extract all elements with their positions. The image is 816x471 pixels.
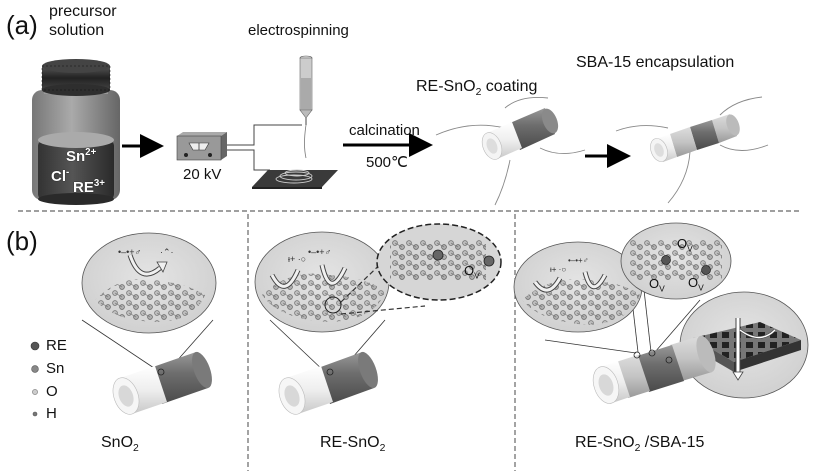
svg-text:•–•+♂: •–•+♂ — [568, 256, 589, 265]
sno2-illustration: •–•+♂ ·⌃· — [81, 232, 217, 415]
caption-prefix: RE-SnO — [575, 434, 635, 451]
ion-sn-symbol: Sn — [66, 148, 86, 165]
re-sno2-sba15-illustration: ᵻ+ ·○ •–•+♂ — [513, 222, 809, 404]
collector-plate — [252, 169, 338, 189]
caption-sno2: SnO2 — [101, 434, 139, 454]
svg-text:·⌃·: ·⌃· — [160, 247, 174, 257]
panel-a-tag: (a) — [6, 10, 38, 40]
legend-marker-o — [32, 389, 38, 395]
ion-re-symbol: RE — [73, 179, 94, 196]
vacancy-o: O — [688, 275, 699, 290]
coating-label-sub: 2 — [475, 87, 482, 99]
ion-re-charge: 3+ — [93, 178, 105, 189]
legend-label-sn: Sn — [46, 360, 65, 377]
svg-text:ᵻ+ ·○: ᵻ+ ·○ — [550, 265, 566, 274]
ion-cl-charge: - — [66, 167, 70, 178]
coating-label: RE-SnO2 coating — [416, 78, 537, 98]
vacancy-sub: V — [474, 270, 480, 281]
vacancy-label-2: OV — [677, 236, 693, 254]
coated-fiber — [435, 97, 586, 206]
ion-re: RE3+ — [73, 178, 105, 196]
ion-cl-symbol: Cl — [51, 168, 66, 185]
legend-marker-re — [30, 341, 40, 351]
caption-sub: 2 — [133, 443, 139, 455]
vacancy-o: O — [677, 236, 688, 251]
syringe — [299, 55, 313, 159]
caption-re-sno2-sba15: RE-SnO2 /SBA-15 — [575, 434, 704, 454]
panel-b-tag: (b) — [6, 226, 38, 256]
calcination-label: calcination — [349, 122, 420, 139]
precursor-label: precursor — [49, 3, 117, 20]
encapsulation-label: SBA-15 encapsulation — [576, 54, 735, 71]
legend-label-re: RE — [46, 337, 67, 354]
solution-label: solution — [49, 22, 105, 39]
caption-prefix: RE-SnO — [320, 434, 380, 451]
high-voltage-supply — [176, 132, 227, 161]
vacancy-sub: V — [659, 283, 665, 294]
voltage-label: 20 kV — [183, 166, 222, 183]
legend-marker-sn — [31, 365, 39, 373]
ion-cl: Cl- — [51, 167, 69, 185]
caption-suffix: /SBA-15 — [640, 434, 705, 451]
precursor-jar — [32, 59, 120, 205]
svg-text:ᵻ+ ·○: ᵻ+ ·○ — [288, 254, 306, 264]
legend-marker-h — [32, 411, 38, 417]
coating-label-prefix: RE-SnO — [416, 78, 476, 95]
vacancy-sub: V — [698, 282, 704, 293]
caption-prefix: SnO — [101, 434, 134, 451]
coating-label-suffix: coating — [481, 78, 538, 95]
re-sno2-illustration: ᵻ+ ·○ •–•+♂ — [254, 223, 502, 415]
caption-sub: 2 — [634, 443, 641, 455]
temperature-label: 500℃ — [366, 154, 408, 171]
vacancy-label-3: OV — [649, 276, 665, 294]
legend-label-h: H — [46, 405, 57, 422]
atom-legend-markers — [30, 341, 40, 417]
ion-sn-charge: 2+ — [85, 147, 97, 158]
legend-label-o: O — [46, 383, 58, 400]
vacancy-label-1: OV — [464, 263, 480, 281]
electrospinning-label: electrospinning — [248, 22, 349, 39]
encapsulated-fiber — [615, 96, 769, 204]
vacancy-o: O — [649, 276, 660, 291]
caption-re-sno2: RE-SnO2 — [320, 434, 385, 454]
svg-text:•–•+♂: •–•+♂ — [118, 247, 141, 257]
vacancy-sub: V — [687, 243, 693, 254]
caption-sub: 2 — [379, 443, 386, 455]
vacancy-o: O — [464, 263, 475, 278]
ion-sn: Sn2+ — [66, 147, 96, 165]
vacancy-label-4: OV — [688, 275, 704, 293]
svg-text:•–•+♂: •–•+♂ — [308, 247, 331, 257]
